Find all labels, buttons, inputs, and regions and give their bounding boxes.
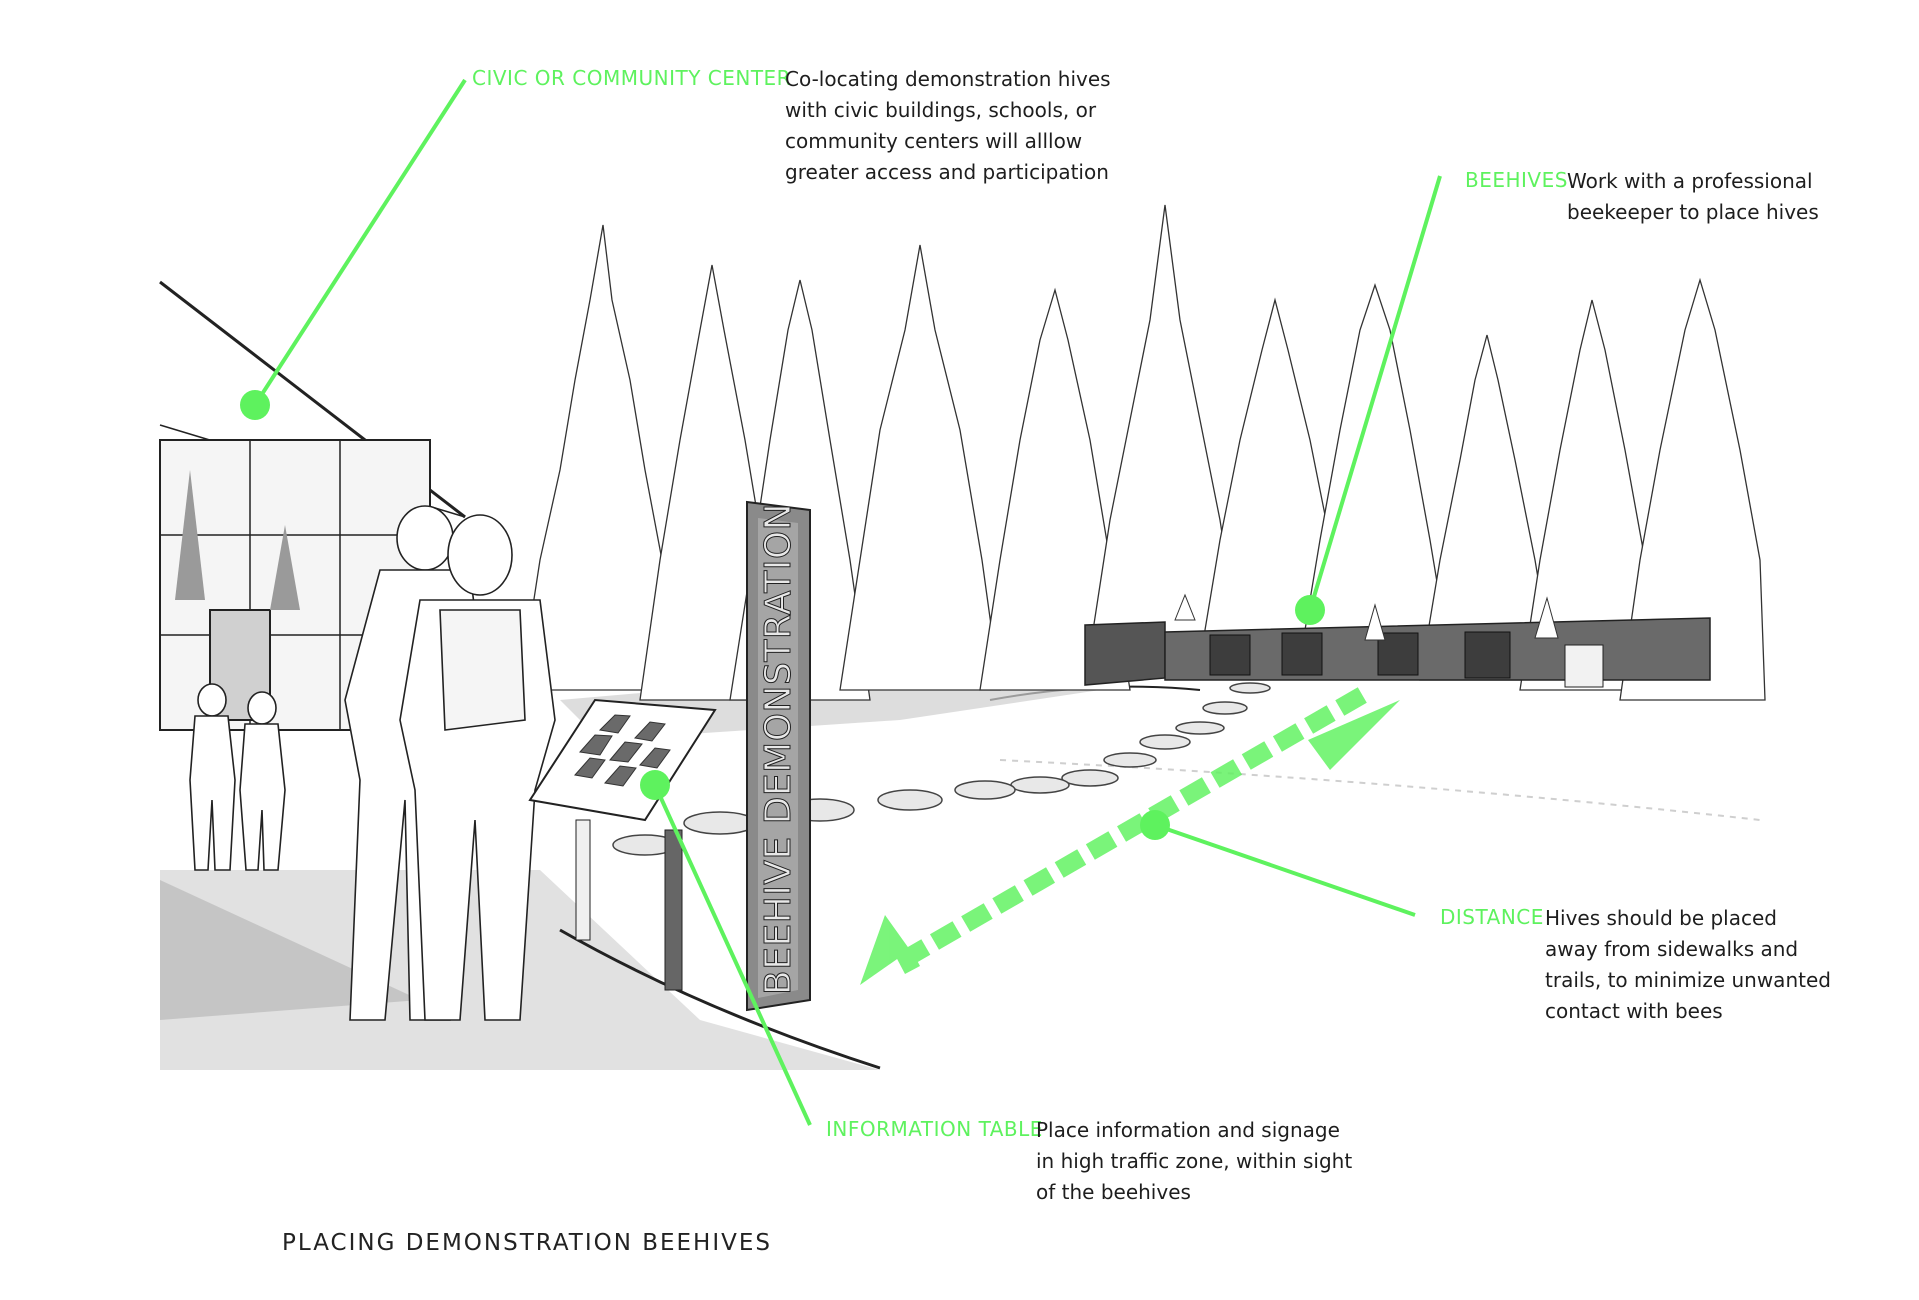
callout-beehives-line-2: beekeeper to place hives — [1567, 200, 1819, 224]
callout-info-table-description: Place information and signage in high tr… — [1036, 1115, 1352, 1208]
callout-info-table-line-1: Place information and signage — [1036, 1118, 1340, 1142]
callout-civic-line-2: with civic buildings, schools, or — [785, 98, 1097, 122]
people — [189, 505, 556, 1021]
leader-lines — [253, 78, 1442, 1126]
stepping-stones — [612, 682, 1271, 856]
sign-text: BEEHIVE DEMONSTRATION — [758, 503, 799, 995]
callout-info-table-line-2: in high traffic zone, within sight — [1036, 1149, 1353, 1173]
callout-beehives-label: BEEHIVES — [1465, 168, 1568, 192]
distance-arrow — [860, 687, 1400, 985]
callout-distance-line-3: trails, to minimize unwanted — [1545, 968, 1831, 992]
figure-caption: PLACING DEMONSTRATION BEEHIVES — [282, 1230, 773, 1256]
civic-dot — [240, 390, 270, 420]
demonstration-sign — [746, 500, 811, 1012]
tree-line — [519, 204, 1766, 701]
callout-beehives-line-1: Work with a professional — [1567, 169, 1813, 193]
callout-distance-line-2: away from sidewalks and — [1545, 937, 1799, 961]
callout-civic-line-4: greater access and participation — [785, 160, 1109, 184]
callout-distance-line-4: contact with bees — [1545, 999, 1723, 1023]
callout-civic-label: CIVIC OR COMMUNITY CENTER — [472, 66, 792, 90]
callout-civic-line-1: Co-locating demonstration hives — [785, 67, 1111, 91]
information-table — [528, 698, 717, 991]
hive-enclosure — [1084, 593, 1711, 688]
info-table-dot — [640, 770, 670, 800]
callout-info-table-line-3: of the beehives — [1036, 1180, 1191, 1204]
beehives-dot — [1295, 595, 1325, 625]
callout-civic-line-3: community centers will alllow — [785, 129, 1083, 153]
callout-distance-description: Hives should be placed away from sidewal… — [1545, 903, 1831, 1027]
callout-beehives-description: Work with a professional beekeeper to pl… — [1567, 166, 1819, 228]
callout-distance-label: DISTANCE — [1440, 905, 1544, 929]
callout-civic-description: Co-locating demonstration hives with civ… — [785, 64, 1111, 188]
callout-info-table-label: INFORMATION TABLE — [826, 1117, 1043, 1141]
callout-distance-line-1: Hives should be placed — [1545, 906, 1777, 930]
